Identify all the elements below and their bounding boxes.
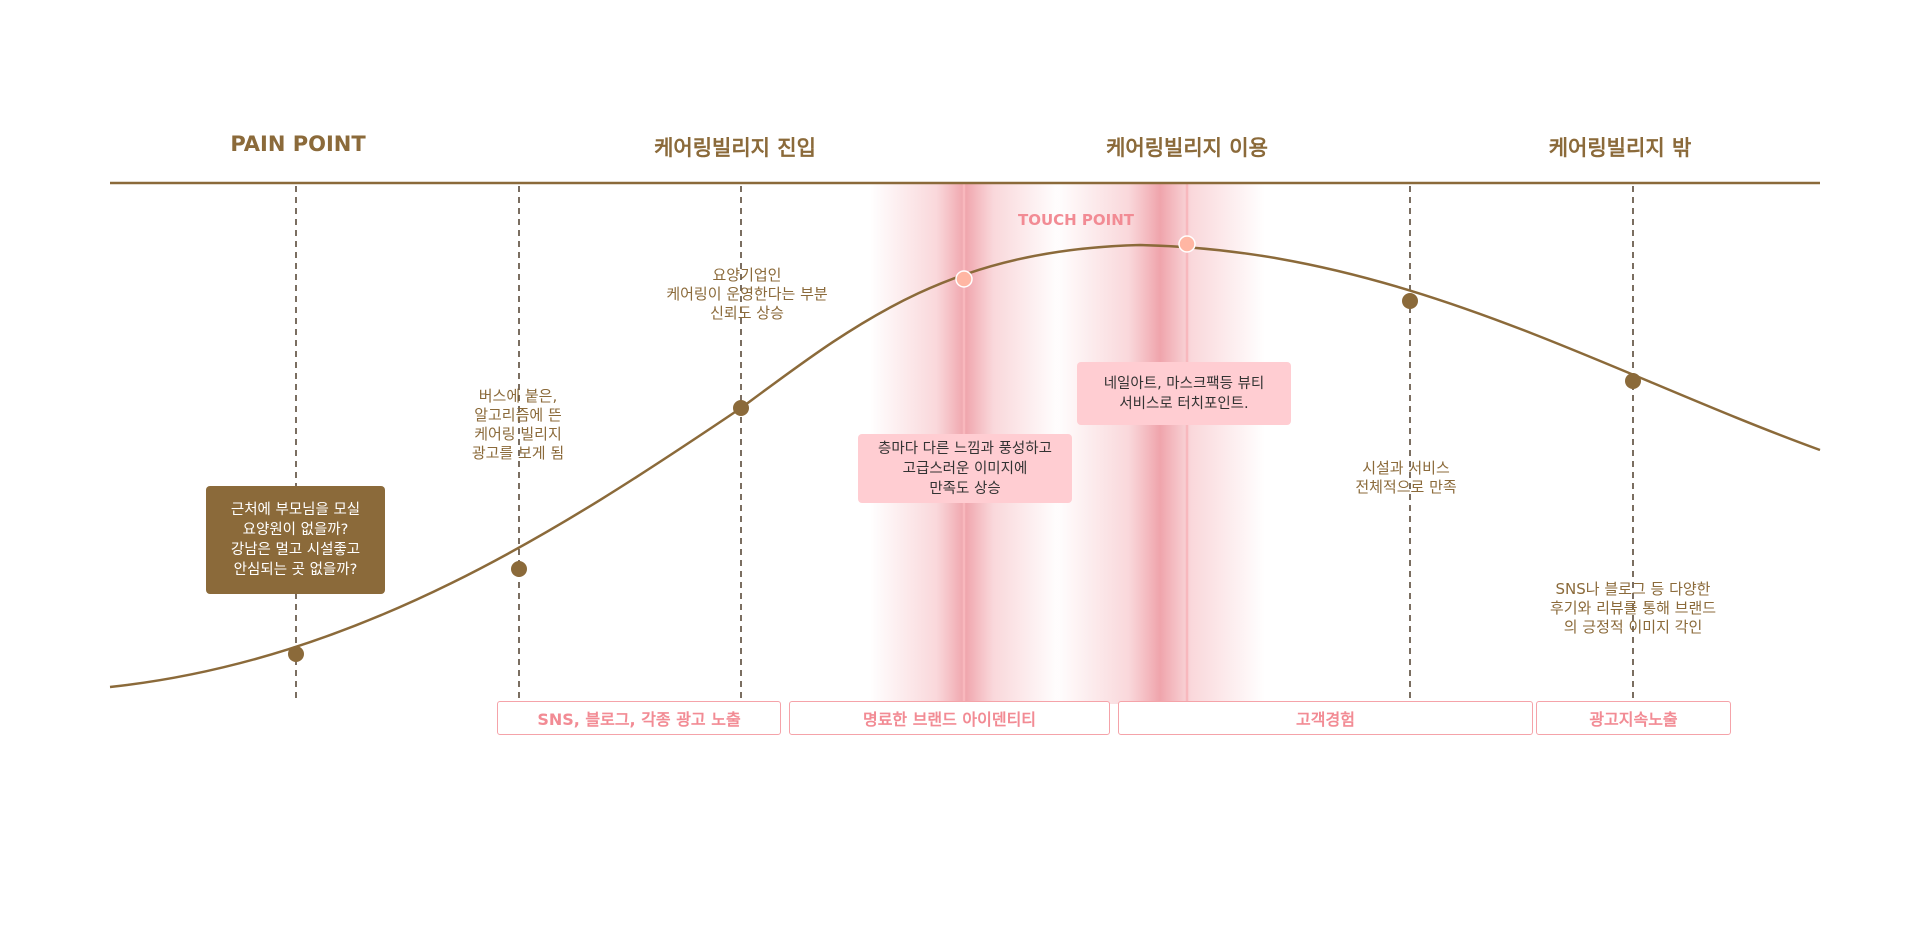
pain-point-box: 근처에 부모님을 모실 요양원이 없을까? 강남은 멀고 시설좋고 안심되는 곳…: [206, 486, 385, 594]
note-floors-text: 층마다 다른 느낌과 풍성하고 고급스러운 이미지에 만족도 상승: [878, 440, 1052, 497]
touch-dot-1: [955, 270, 973, 288]
curve-dot-1: [288, 646, 304, 662]
phase-pain-point: PAIN POINT: [230, 132, 366, 156]
phase-outside: 케어링빌리지 밖: [1548, 136, 1692, 160]
satisfaction-curve: [109, 243, 1821, 689]
curve-dot-3: [733, 400, 749, 416]
phase-entry: 케어링빌리지 진입: [654, 136, 816, 160]
stage-markers: [295, 186, 1634, 703]
note-facility: 시설과 서비스 전체적으로 만족: [1355, 459, 1457, 496]
tag-ad-exposure: 광고지속노출: [1536, 701, 1731, 735]
touch-band-2: [1055, 184, 1265, 704]
phase-use: 케어링빌리지 이용: [1106, 136, 1268, 160]
tag-sns-exposure: SNS, 블로그, 각종 광고 노출: [497, 701, 781, 735]
note-reviews: SNS나 블로그 등 다양한 후기와 리뷰를 통해 브랜드 의 긍정적 이미지 …: [1549, 580, 1717, 636]
note-trust: 요양기업인 케어링이 운영한다는 부분 신뢰도 상승: [666, 266, 828, 322]
pain-point-text: 근처에 부모님을 모실 요양원이 없을까? 강남은 멀고 시설좋고 안심되는 곳…: [230, 502, 361, 578]
tag-brand-identity: 명료한 브랜드 아이덴티티: [789, 701, 1110, 735]
note-beauty-box: 네일아트, 마스크팩등 뷰티 서비스로 터치포인트.: [1077, 362, 1291, 425]
touch-point-label: TOUCH POINT: [1017, 211, 1135, 229]
curve-dot-2: [511, 561, 527, 577]
tag-customer-experience: 고객경험: [1118, 701, 1533, 735]
note-floors-box: 층마다 다른 느낌과 풍성하고 고급스러운 이미지에 만족도 상승: [858, 434, 1072, 503]
curve-dot-5: [1625, 373, 1641, 389]
curve-dot-4: [1402, 293, 1418, 309]
note-beauty-text: 네일아트, 마스크팩등 뷰티 서비스로 터치포인트.: [1103, 375, 1265, 412]
touch-dot-2: [1178, 235, 1196, 253]
note-bus-ad: 버스에 붙은, 알고리즘에 뜬 케어링 빌리지 광고를 보게 됨: [471, 387, 565, 462]
